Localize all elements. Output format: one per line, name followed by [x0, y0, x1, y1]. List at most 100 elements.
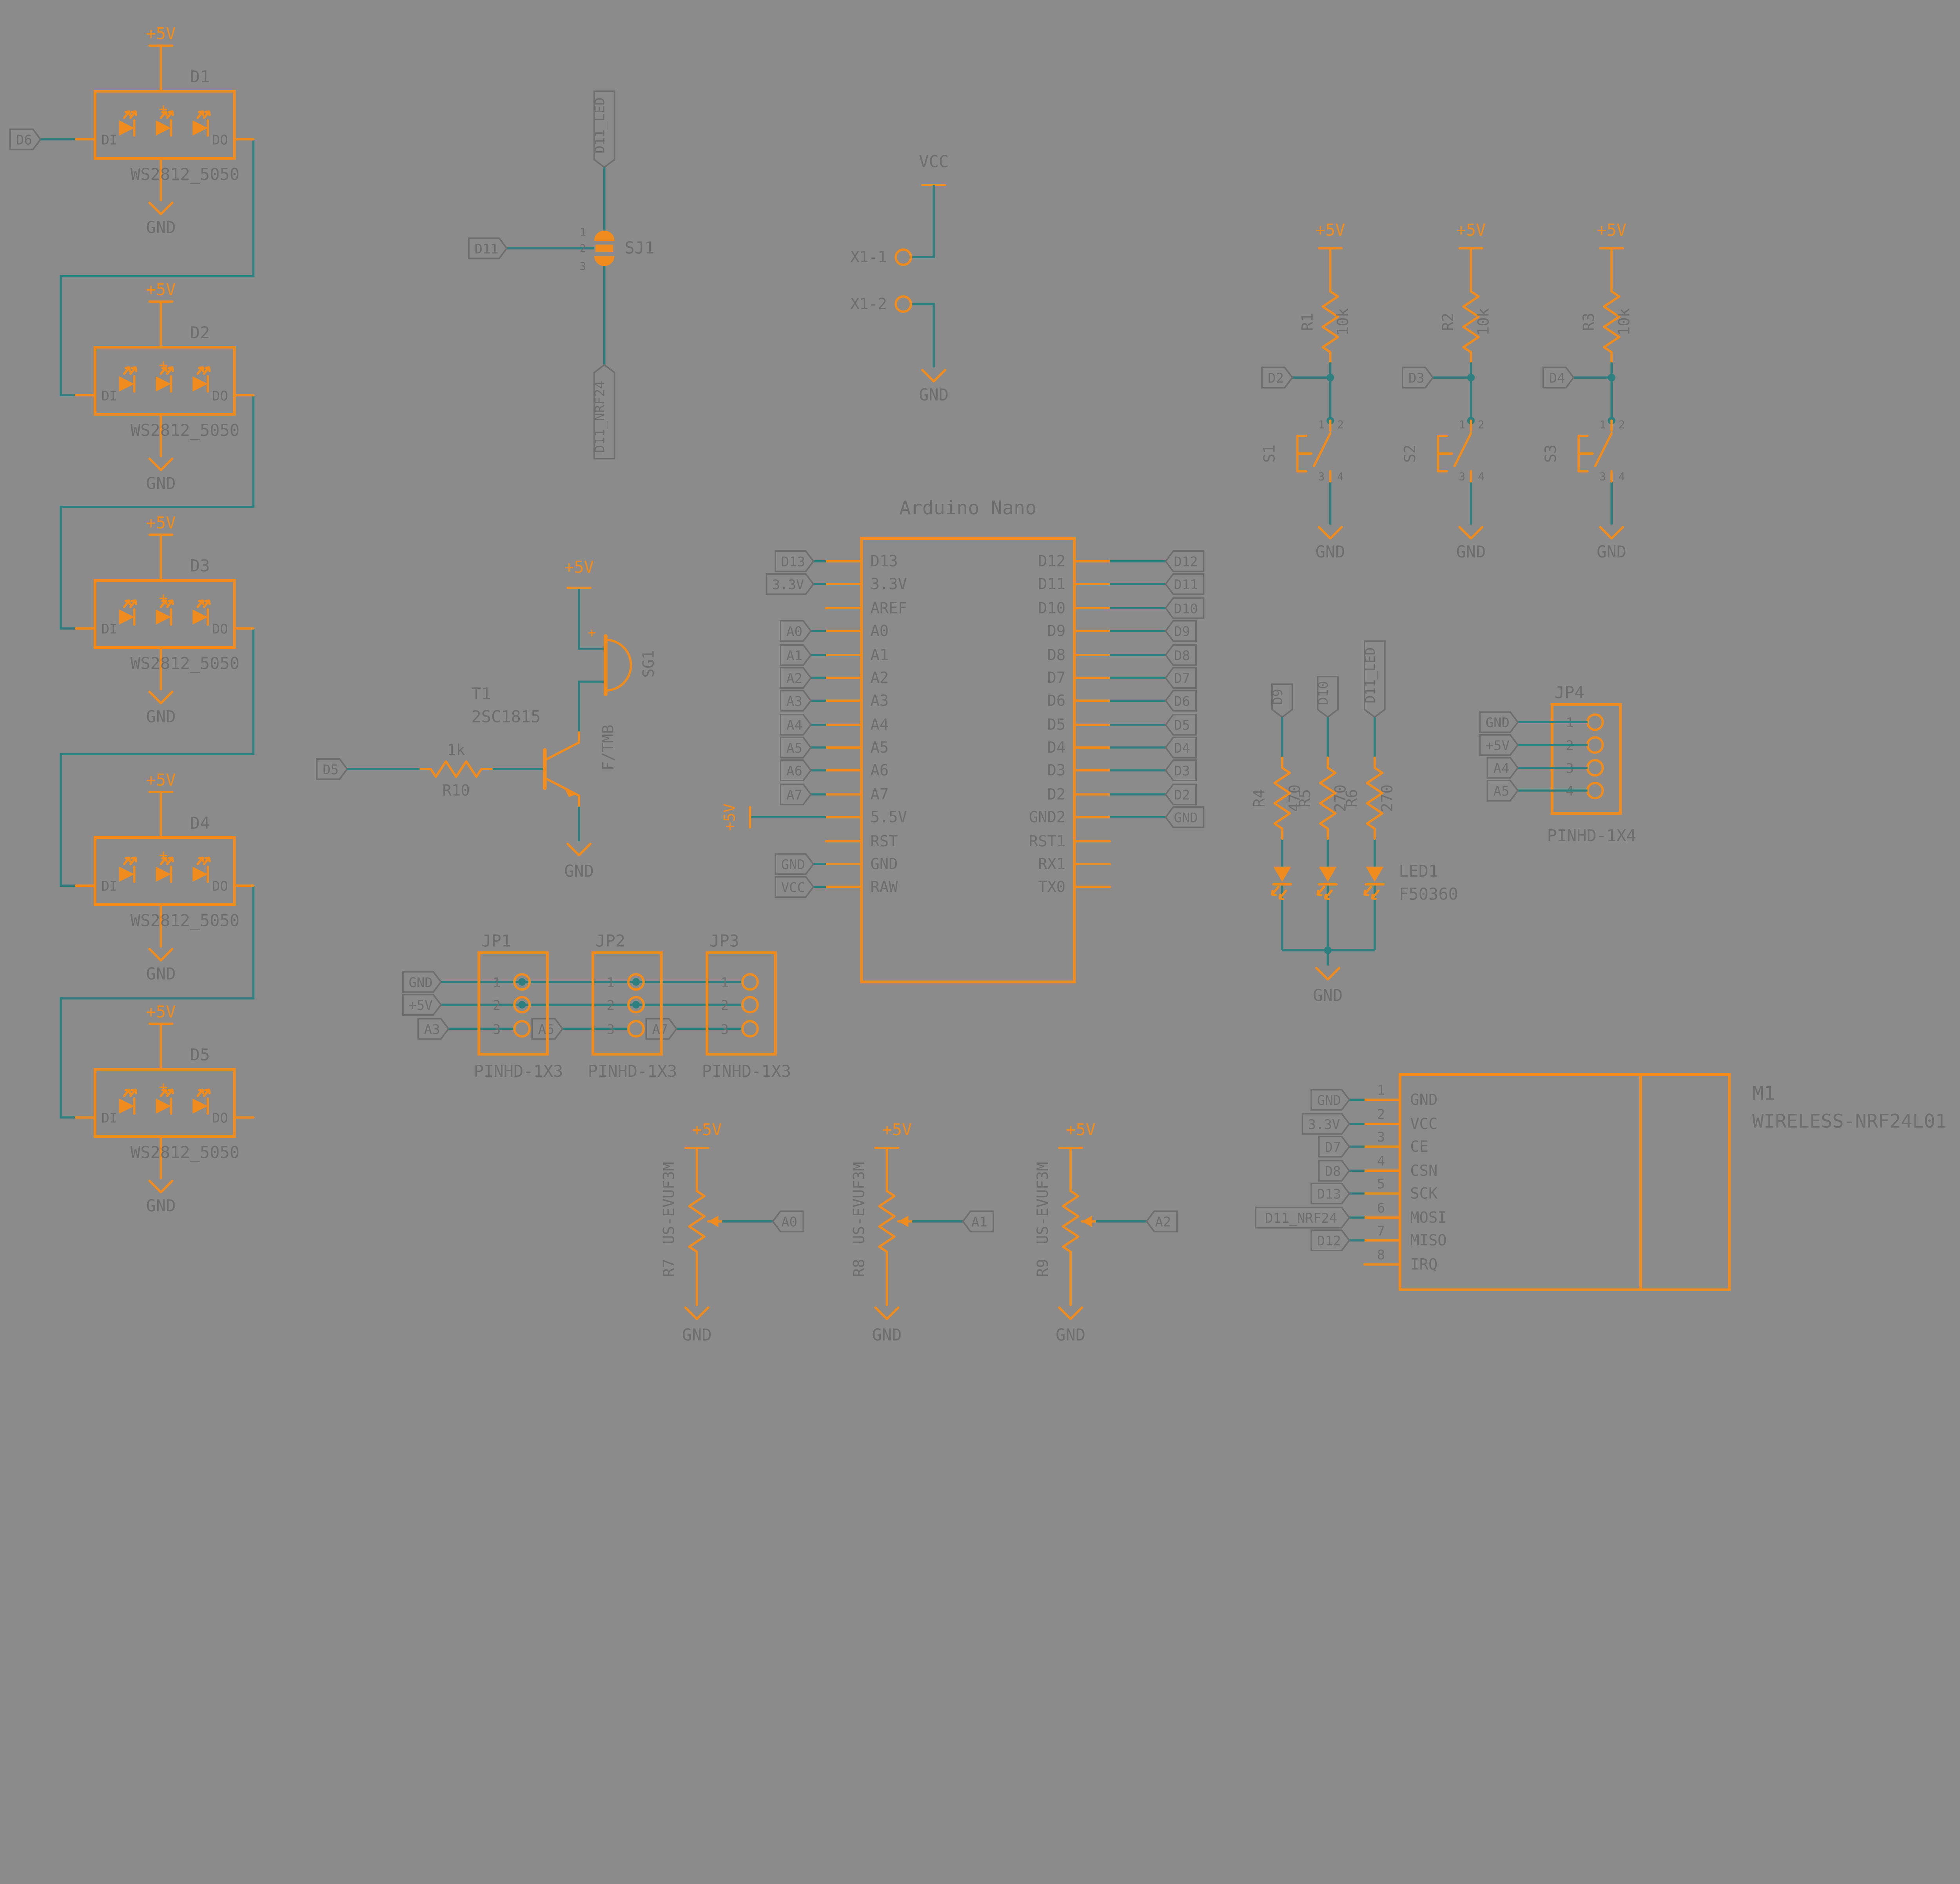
net-tag-d11-nrf24[interactable]: D11_NRF24: [1255, 1207, 1350, 1229]
arduino-nano[interactable]: Arduino Nano D13 3.3V AREF A0 A1 A2 A3 A…: [721, 497, 1205, 984]
ws2812-module-d5[interactable]: +5V D5 WS2812_5050 GND: [75, 1002, 255, 1215]
net-tag-d7[interactable]: D7: [1318, 1136, 1350, 1158]
pin-number: 5: [1377, 1177, 1385, 1192]
net-tag-d11-led[interactable]: D11_LED: [593, 90, 615, 168]
radio-module-m1[interactable]: 1 2 3 4 5 6 7 8 GND VCC CE CSN SCK MOSI …: [1255, 1073, 1947, 1291]
wiper-arrow: [898, 1216, 909, 1227]
net-tag-d9[interactable]: D9: [1270, 683, 1293, 718]
net-tag-a0[interactable]: A0: [780, 620, 812, 642]
component-body[interactable]: [1550, 703, 1622, 815]
net-tag-a3[interactable]: A3: [780, 690, 812, 712]
net-tag-d11-nrf24[interactable]: D11_NRF24: [593, 364, 615, 459]
net-tag-a1[interactable]: A1: [780, 644, 812, 666]
net-tag-d12[interactable]: D12: [1310, 1229, 1350, 1251]
p5v-label: +5V: [564, 557, 594, 577]
buzzer-driver[interactable]: D5 1k R10 T1 2SC1815 +5V + SG1 F/TMB GND: [316, 557, 658, 881]
schematic-canvas[interactable]: + DI DO 1 2 3 4 1 2 3 D6: [0, 0, 1960, 1357]
net-tag-d11-led[interactable]: D11_LED: [1363, 640, 1386, 718]
net-tag-p5v[interactable]: +5V: [1479, 734, 1519, 756]
net-tag-d8[interactable]: D8: [1318, 1160, 1350, 1182]
pin-name: D2: [1047, 786, 1065, 803]
net-tag-a6[interactable]: A6: [780, 759, 812, 781]
net-tag-d2[interactable]: D2: [1165, 783, 1197, 806]
component-body[interactable]: [860, 537, 1076, 984]
ws2812-module-d2[interactable]: +5V D2 WS2812_5050 GND: [75, 280, 255, 493]
net-tag-d8[interactable]: D8: [1165, 644, 1197, 666]
ws2812-module-d4[interactable]: +5V D4 WS2812_5050 GND: [75, 770, 255, 984]
net-tag-d13[interactable]: D13: [1310, 1182, 1350, 1205]
component-name: R8: [850, 1259, 868, 1277]
net-tag-d4[interactable]: D4: [1165, 737, 1197, 759]
switch-circuit-s1[interactable]: +5V R1 10k D2 S1 GND: [1261, 220, 1352, 561]
component-body[interactable]: [1398, 1073, 1731, 1291]
net-tag-d5[interactable]: D5: [1165, 713, 1197, 736]
resistor-value: 10k: [1334, 308, 1352, 336]
switch-name: S3: [1542, 445, 1560, 463]
pot-circuit-r9[interactable]: +5V A2 R9 US-EVUF3M GND: [1034, 1120, 1178, 1345]
pot-circuit-r7[interactable]: +5V A0 R7 US-EVUF3M GND: [660, 1120, 804, 1345]
net-tag-3v3[interactable]: 3.3V: [1301, 1113, 1350, 1135]
component-value: US-EVUF3M: [660, 1162, 678, 1244]
net-tag-a4[interactable]: A4: [1486, 757, 1519, 779]
solder-jumper-sj1[interactable]: D11_LED 1 2 3 D11 SJ1 D11_NRF24: [468, 90, 654, 459]
rgb-led-circuit[interactable]: D9 D10 D11_LED R4 470 R5 270 R6 270 LED1…: [1251, 640, 1458, 1005]
net-tag-d13[interactable]: D13: [775, 550, 814, 572]
transistor-t1[interactable]: [543, 731, 580, 807]
pin-name: AREF: [870, 599, 907, 617]
net-tag-d3[interactable]: D3: [1165, 759, 1197, 781]
switch-circuit-s2[interactable]: +5V R2 10k D3 S2 GND: [1401, 220, 1492, 561]
component-value: PINHD-1X3: [588, 1062, 677, 1081]
net-tag-gnd[interactable]: GND: [1479, 711, 1519, 733]
pin-header-jp4[interactable]: JP4 1 2 3 4 PINHD-1X4 GND +5V A4 A5: [1479, 683, 1636, 845]
net-tag-gnd-right[interactable]: GND: [1165, 806, 1205, 828]
net-tag-gnd[interactable]: GND: [402, 971, 442, 993]
pad-x1-1[interactable]: [895, 248, 912, 266]
net-tag-a2[interactable]: A2: [1146, 1210, 1178, 1232]
net-tag-a4[interactable]: A4: [780, 713, 812, 736]
tag-label: D6: [16, 132, 32, 148]
net-tag-d12[interactable]: D12: [1165, 550, 1205, 572]
ws2812-module-d1[interactable]: +5V D1 WS2812_5050 GND: [75, 24, 255, 237]
net-tag-d11[interactable]: D11: [468, 237, 508, 260]
pin-name: A3: [870, 692, 889, 710]
net-tag-d4[interactable]: D4: [1542, 367, 1575, 388]
net-tag-vcc[interactable]: VCC: [775, 876, 814, 898]
net-tag-a1[interactable]: A1: [962, 1210, 994, 1232]
net-tag-d7[interactable]: D7: [1165, 667, 1197, 689]
net-tag-d6[interactable]: D6: [1165, 690, 1197, 712]
buzzer-sg1[interactable]: +: [588, 626, 632, 697]
net-tag-d10[interactable]: D10: [1165, 597, 1205, 619]
net-tag-a5[interactable]: A5: [1486, 780, 1519, 802]
net-tag-gnd[interactable]: GND: [1310, 1089, 1350, 1111]
pad-label: X1-2: [850, 296, 887, 313]
net-tag-jp1[interactable]: A3: [417, 1018, 450, 1040]
tag-label: D4: [1549, 371, 1565, 386]
component-name: JP1: [481, 931, 511, 950]
net-tag-d3[interactable]: D3: [1401, 367, 1434, 388]
left-pin-stubs: [825, 560, 863, 888]
net-tag-d5[interactable]: D5: [316, 758, 348, 780]
component-value: WS2812_5050: [131, 911, 240, 930]
net-tag-3v3[interactable]: 3.3V: [766, 573, 814, 595]
net-tag-d11[interactable]: D11: [1165, 573, 1205, 595]
net-tag-a5[interactable]: A5: [780, 737, 812, 759]
pad-x1-2[interactable]: [895, 295, 912, 313]
net-tag-a0[interactable]: A0: [772, 1210, 804, 1232]
component-value: US-EVUF3M: [1034, 1162, 1052, 1244]
connector-x1[interactable]: VCC X1-1 X1-2 GND: [850, 152, 949, 405]
pin-number: 6: [1377, 1201, 1385, 1216]
net-tag-p5v[interactable]: +5V: [402, 994, 442, 1016]
net-tag-d6[interactable]: D6: [9, 128, 42, 151]
net-tag-gnd[interactable]: GND: [775, 853, 814, 875]
pot-circuit-r8[interactable]: +5V A1 R8 US-EVUF3M GND: [850, 1120, 994, 1345]
tag-label: +5V: [408, 998, 432, 1013]
net-tag-d10[interactable]: D10: [1316, 675, 1339, 718]
pin-name: RAW: [870, 878, 898, 896]
net-tag-a7[interactable]: A7: [780, 783, 812, 806]
pin-name: A0: [870, 622, 889, 640]
net-tag-d9[interactable]: D9: [1165, 620, 1197, 642]
switch-circuit-s3[interactable]: +5V R3 10k D4 S3 GND: [1542, 220, 1633, 561]
net-tag-a2[interactable]: A2: [780, 667, 812, 689]
ws2812-module-d3[interactable]: +5V D3 WS2812_5050 GND: [75, 513, 255, 726]
net-tag-d2[interactable]: D2: [1261, 367, 1293, 388]
